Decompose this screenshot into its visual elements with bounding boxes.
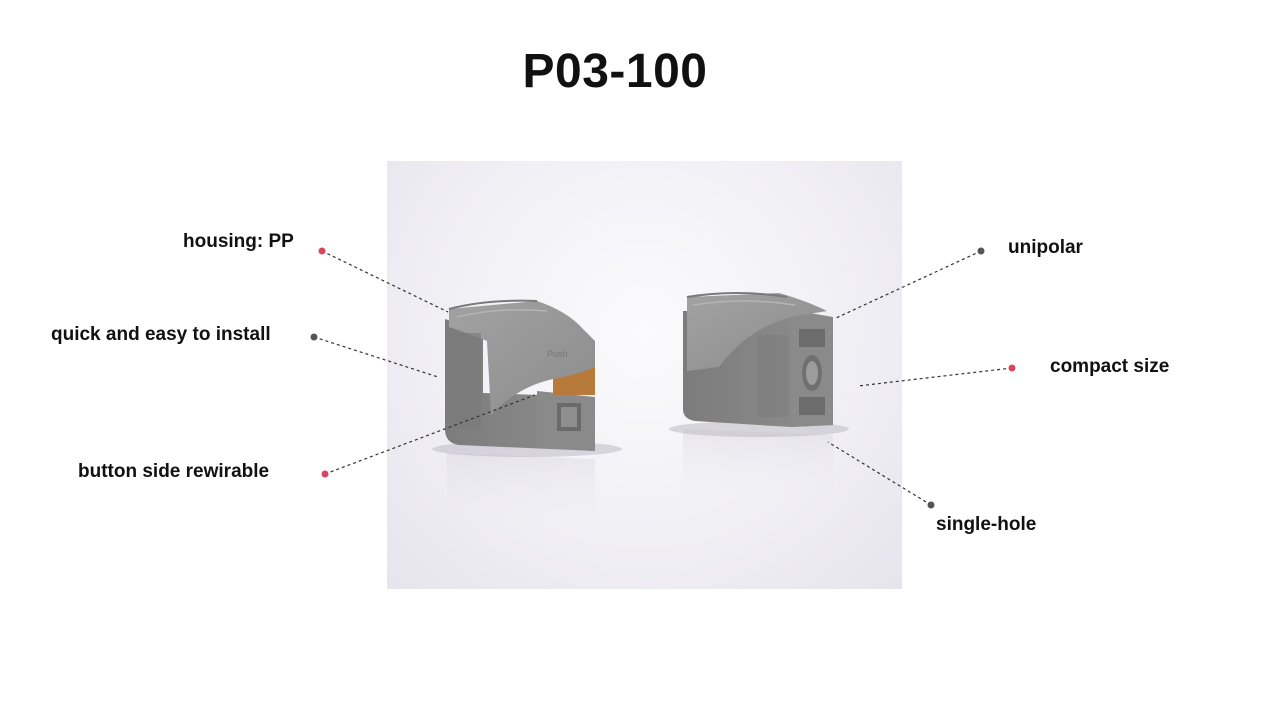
unipolar-dot — [977, 247, 985, 255]
push-embossed-text: Push — [547, 349, 568, 359]
connector-illustration: Push — [432, 292, 849, 531]
housing-dot — [318, 247, 326, 255]
product-title: P03-100 — [522, 45, 708, 98]
product-photo: Push — [387, 161, 902, 589]
install-label: quick and easy to install — [51, 324, 271, 345]
right-connector — [669, 292, 849, 501]
rewirable-dot — [321, 470, 329, 478]
unipolar-label: unipolar — [1008, 237, 1083, 258]
left-connector: Push — [432, 299, 622, 531]
single-hole-label: single-hole — [936, 514, 1037, 535]
compact-size-label: compact size — [1050, 356, 1170, 377]
install-dot — [310, 333, 318, 341]
housing-label: housing: PP — [183, 231, 294, 252]
single-hole-dot — [927, 501, 935, 509]
compact-dot — [1008, 364, 1016, 372]
rewirable-label: button side rewirable — [78, 461, 270, 482]
